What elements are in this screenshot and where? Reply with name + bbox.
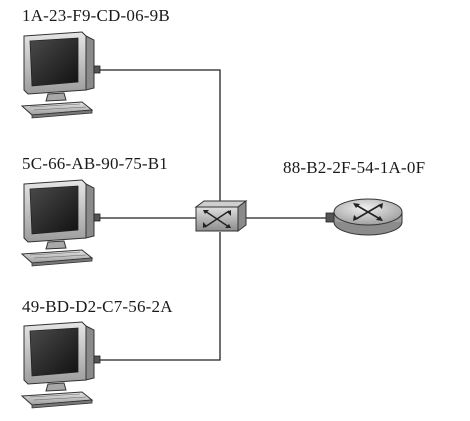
host-1-mac-label: 1A-23-F9-CD-06-9B xyxy=(22,6,170,25)
host-2-computer-icon xyxy=(21,179,101,267)
router-mac-label: 88-B2-2F-54-1A-0F xyxy=(283,158,426,177)
network-links xyxy=(100,69,330,361)
host-1-computer-icon xyxy=(21,31,101,119)
host-3-computer-icon xyxy=(21,321,101,409)
router-port-icon xyxy=(325,212,335,223)
link-host-1 xyxy=(100,69,221,205)
router-icon xyxy=(333,198,403,236)
link-host-3 xyxy=(100,232,221,361)
host-2-mac-label: 5C-66-AB-90-75-B1 xyxy=(22,154,168,173)
host-3-mac-label: 49-BD-D2-C7-56-2A xyxy=(22,297,173,316)
switch-icon xyxy=(194,200,248,232)
